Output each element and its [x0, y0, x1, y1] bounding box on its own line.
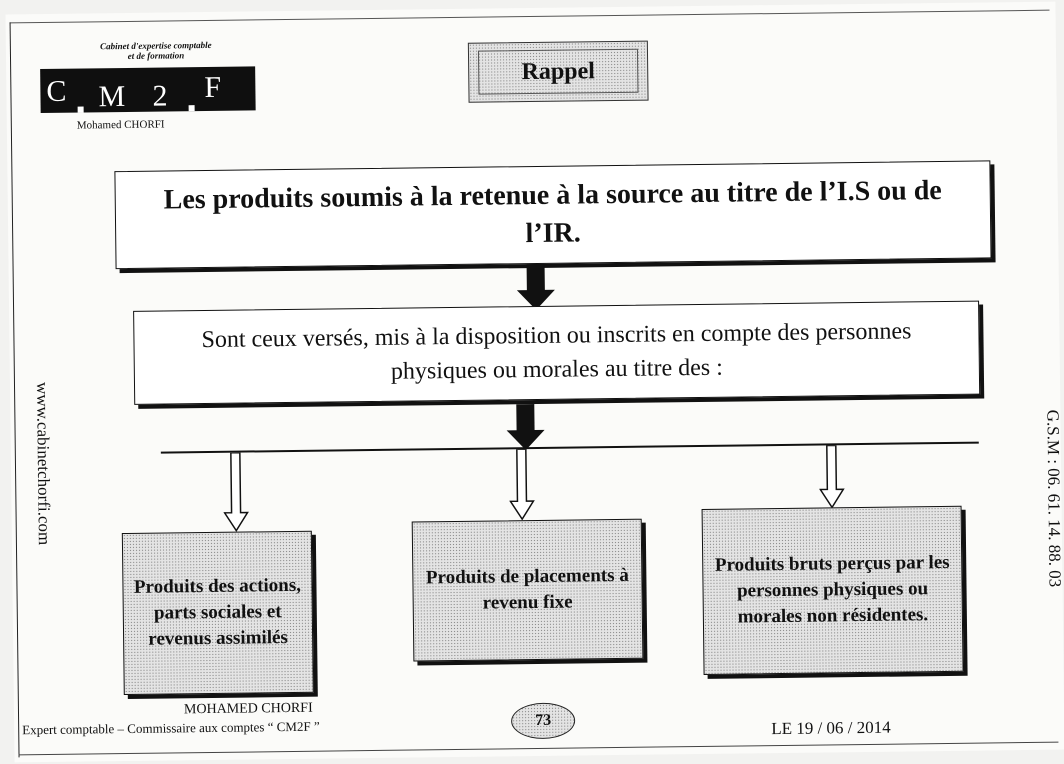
category-box: Produits bruts perçus par les personnes … [701, 505, 964, 675]
slide-border-left [9, 22, 20, 758]
title-box: Les produits soumis à la retenue à la so… [114, 160, 992, 270]
category-label: Produits des actions, parts sociales et … [133, 574, 302, 650]
slide: Cabinet d'expertise comptable et de form… [5, 1, 1064, 763]
category-label: Produits bruts perçus par les personnes … [714, 551, 950, 628]
description-text: Sont ceux versés, mis à la disposition o… [201, 318, 912, 385]
logo-dot [77, 106, 84, 113]
logo: C M 2 F [40, 66, 256, 113]
logo-dot [188, 105, 195, 112]
footer-date: LE 19 / 06 / 2014 [771, 717, 891, 739]
rappel-frame: Rappel [467, 40, 649, 103]
branch-line [160, 441, 979, 454]
slide-border-bottom [18, 741, 1059, 756]
category-label: Produits de placements à revenu fixe [425, 564, 629, 614]
logo-letter-c: C [46, 74, 67, 108]
website-text: www.cabinetchorfi.com [32, 382, 54, 546]
arrow-down-outline-icon [509, 449, 535, 521]
phone-text: G.S.M : 06. 61. 14. 88. 03 [1043, 409, 1064, 588]
arrow-down-icon [516, 263, 555, 310]
description-box: Sont ceux versés, mis à la disposition o… [133, 300, 981, 405]
logo-letter-2: 2 [152, 79, 168, 113]
title-text: Les produits soumis à la retenue à la so… [163, 175, 942, 250]
rappel-label: Rappel [477, 48, 639, 95]
slide-border-top [9, 9, 1050, 24]
logo-letter-m: M [98, 79, 126, 114]
arrow-down-outline-icon [818, 445, 845, 509]
logo-caption: Cabinet d'expertise comptable et de form… [100, 39, 212, 61]
category-box: Produits de placements à revenu fixe [411, 518, 644, 662]
footer-role: Expert comptable – Commissaire aux compt… [22, 718, 320, 738]
footer-name: MOHAMED CHORFI [183, 700, 313, 718]
arrow-down-icon [506, 404, 545, 451]
logo-author: Mohamed CHORFI [76, 118, 165, 132]
logo-letter-f: F [204, 70, 222, 105]
page-number: 73 [510, 702, 576, 740]
arrow-down-outline-icon [223, 452, 249, 533]
category-box: Produits des actions, parts sociales et … [121, 530, 314, 696]
